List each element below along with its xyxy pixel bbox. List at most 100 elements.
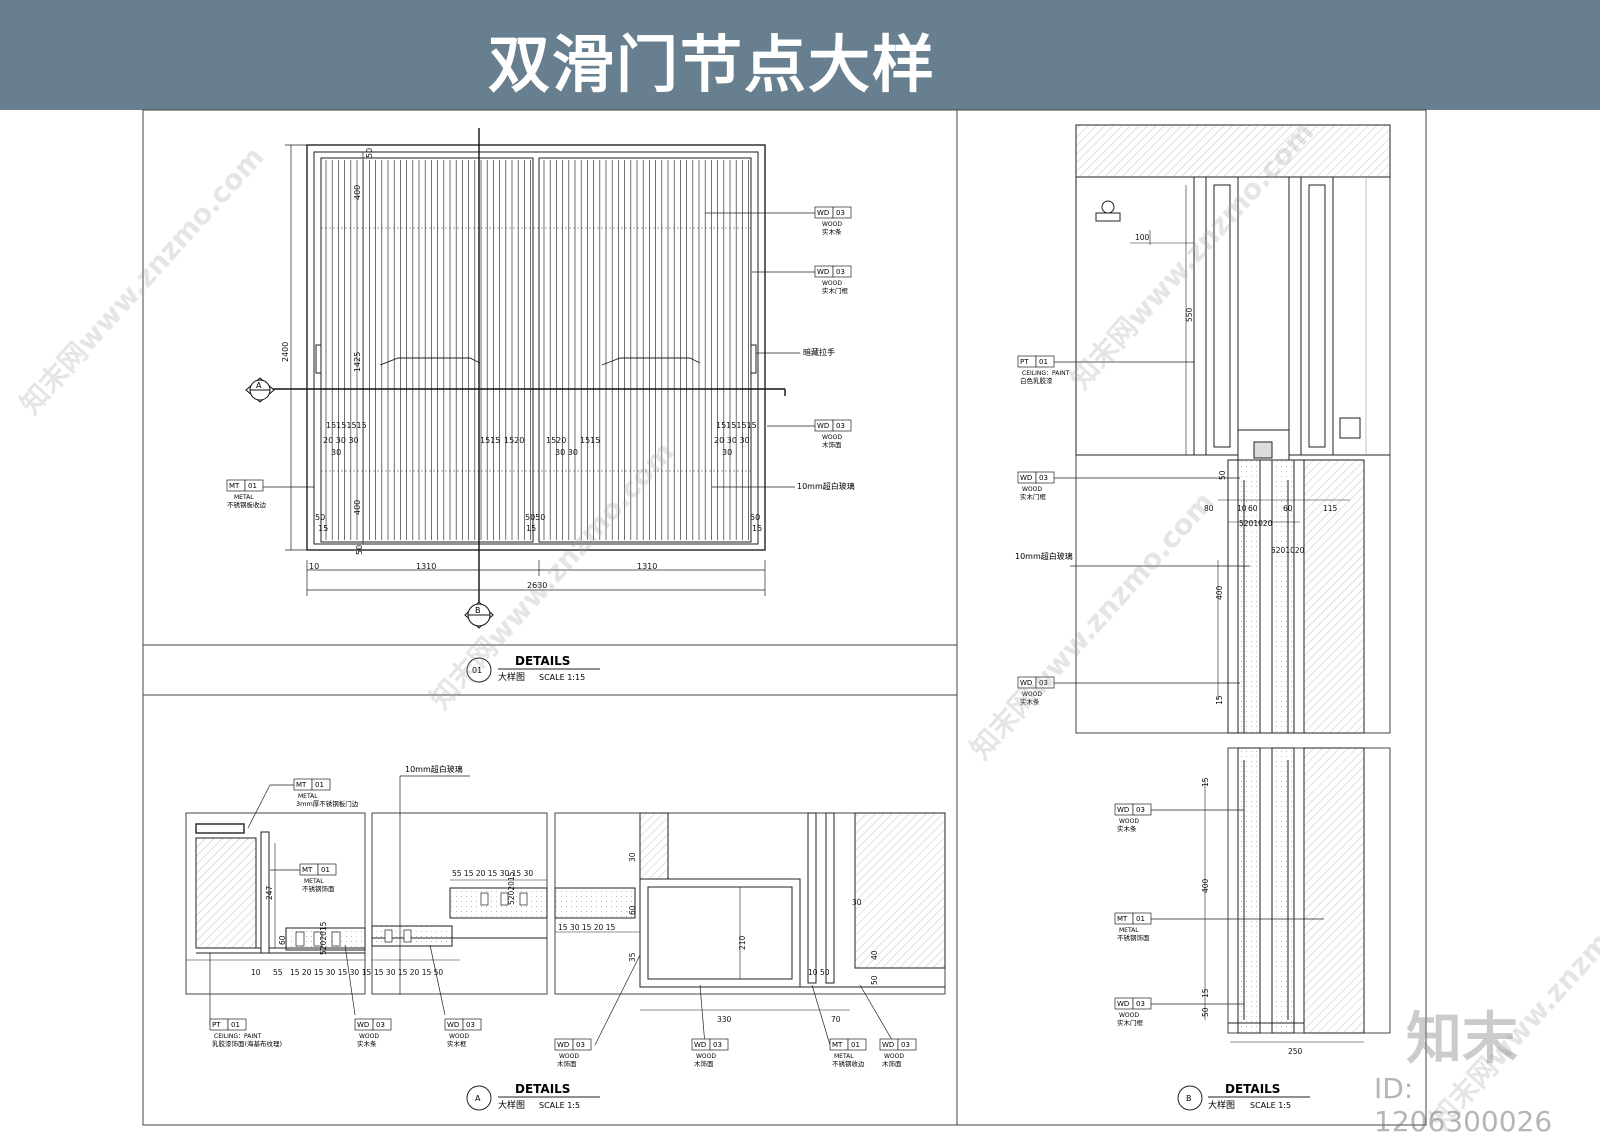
- svg-text:03: 03: [836, 422, 845, 430]
- dim-gap-left: 10: [309, 562, 319, 571]
- dim-c15-right: 15: [752, 524, 762, 533]
- svg-text:5201020: 5201020: [1271, 546, 1305, 555]
- detail-a-caption: A DETAILS 大样图 SCALE 1:5: [466, 1082, 600, 1111]
- dim-height: 2400: [281, 342, 290, 362]
- tag-code: WD: [1117, 1000, 1129, 1008]
- dim-top: 50: [365, 148, 374, 158]
- dim-row2-left: 20 30 30: [323, 436, 359, 445]
- detail-a-wall: [554, 812, 946, 988]
- tag-num: 03: [1136, 806, 1145, 814]
- dim-row1-right: 15151515: [716, 421, 757, 430]
- svg-text:30: 30: [628, 852, 637, 862]
- detail-b-lower: [1227, 747, 1391, 1034]
- tag-code: WD: [694, 1041, 706, 1049]
- tag-code: MT: [832, 1041, 843, 1049]
- image-id: ID: 1206300026: [1374, 1072, 1553, 1138]
- tag-num: 03: [713, 1041, 722, 1049]
- elevation-dims: 2400 400 1425 400 50 50 10 1310 1310 263…: [281, 148, 762, 590]
- tag-code: WD: [357, 1021, 369, 1029]
- detail-a-subtitle: 大样图: [498, 1099, 525, 1111]
- svg-text:100: 100: [1135, 233, 1150, 242]
- svg-text:50: 50: [820, 968, 830, 977]
- dim-panel-upper: 400: [353, 185, 362, 200]
- tag-num: 01: [1136, 915, 1145, 923]
- detail-a-jamb: [195, 823, 366, 954]
- svg-text:03: 03: [836, 268, 845, 276]
- tag-cat: WOOD: [1022, 486, 1042, 493]
- detail-a-dims: 247 60 5202015 10 55 15 20 15 30 15 30 1…: [251, 852, 879, 1024]
- tag-code: MT: [296, 781, 307, 789]
- svg-text:01: 01: [248, 482, 257, 490]
- dim-row4-b: 1520: [546, 436, 566, 445]
- section-marker-a: A: [245, 377, 275, 403]
- dim-row5-a: 1520: [504, 436, 524, 445]
- tag-num: 03: [1136, 1000, 1145, 1008]
- svg-text:10: 10: [251, 968, 261, 977]
- tag-code: PT: [1020, 358, 1029, 366]
- svg-text:实木门框: 实木门框: [822, 286, 849, 295]
- tag-desc: 白色乳胶漆: [1020, 376, 1053, 385]
- tag-num: 01: [231, 1021, 240, 1029]
- dim-c50-right: 50: [750, 513, 760, 522]
- svg-text:5201020: 5201020: [1239, 519, 1273, 528]
- dim-row2-right: 20 30 30: [714, 436, 750, 445]
- tag-desc: 实木条: [357, 1039, 377, 1048]
- svg-text:60: 60: [628, 905, 637, 915]
- tag-num: 03: [576, 1041, 585, 1049]
- tag-glass: 10mm超白玻璃: [797, 481, 855, 491]
- tag-code: WD: [1117, 806, 1129, 814]
- svg-text:15 20 15 30 15 30 15: 15 20 15 30 15 30 15: [290, 968, 371, 977]
- material-tag-wd03-slat: WD 03 WOOD 实木条: [814, 206, 852, 236]
- dim-row5-b: 1515: [580, 436, 600, 445]
- detail-b-glass-label: 10mm超白玻璃: [1015, 551, 1073, 561]
- svg-text:50: 50: [870, 975, 879, 985]
- svg-text:WOOD: WOOD: [822, 221, 842, 228]
- tag-num: 03: [1039, 679, 1048, 687]
- svg-text:WOOD: WOOD: [822, 434, 842, 441]
- svg-text:30: 30: [852, 898, 862, 907]
- tag-cat: WOOD: [359, 1033, 379, 1040]
- detail-b-subtitle: 大样图: [1208, 1099, 1235, 1111]
- tag-cat: METAL: [304, 878, 324, 885]
- svg-text:WD: WD: [817, 268, 829, 276]
- svg-text:400: 400: [1201, 878, 1210, 893]
- svg-text:50: 50: [1218, 470, 1227, 480]
- section-b-label: B: [475, 606, 481, 615]
- tag-num: 01: [1039, 358, 1048, 366]
- svg-text:10: 10: [1237, 504, 1247, 513]
- tag-cat: WOOD: [1022, 691, 1042, 698]
- tag-code: MT: [302, 866, 313, 874]
- dim-row3-right: 30: [722, 448, 732, 457]
- svg-text:210: 210: [738, 935, 747, 950]
- tag-code: WD: [882, 1041, 894, 1049]
- material-tag-wd03-veneer: WD 03 WOOD 木饰面: [814, 419, 852, 449]
- svg-text:55 15 20 15 30 15 30: 55 15 20 15 30 15 30: [452, 869, 533, 878]
- tag-num: 01: [315, 781, 324, 789]
- detail-01-subtitle: 大样图: [498, 671, 525, 683]
- svg-text:60: 60: [278, 935, 287, 945]
- sheet-frames: [142, 109, 1427, 1126]
- tag-desc: 实木门框: [1020, 492, 1047, 501]
- tag-desc: 实木门框: [1117, 1018, 1144, 1027]
- svg-text:实木条: 实木条: [822, 227, 842, 236]
- svg-text:60: 60: [1248, 504, 1258, 513]
- page-title: 双滑门节点大样: [488, 28, 937, 101]
- dim-panel-mid: 1425: [353, 352, 362, 372]
- tag-num: 01: [321, 866, 330, 874]
- tag-num: 03: [466, 1021, 475, 1029]
- svg-text:不锈钢板收边: 不锈钢板收边: [227, 500, 267, 509]
- tag-num: 01: [851, 1041, 860, 1049]
- svg-text:40: 40: [870, 950, 879, 960]
- dim-row1-left: 15151515: [326, 421, 367, 430]
